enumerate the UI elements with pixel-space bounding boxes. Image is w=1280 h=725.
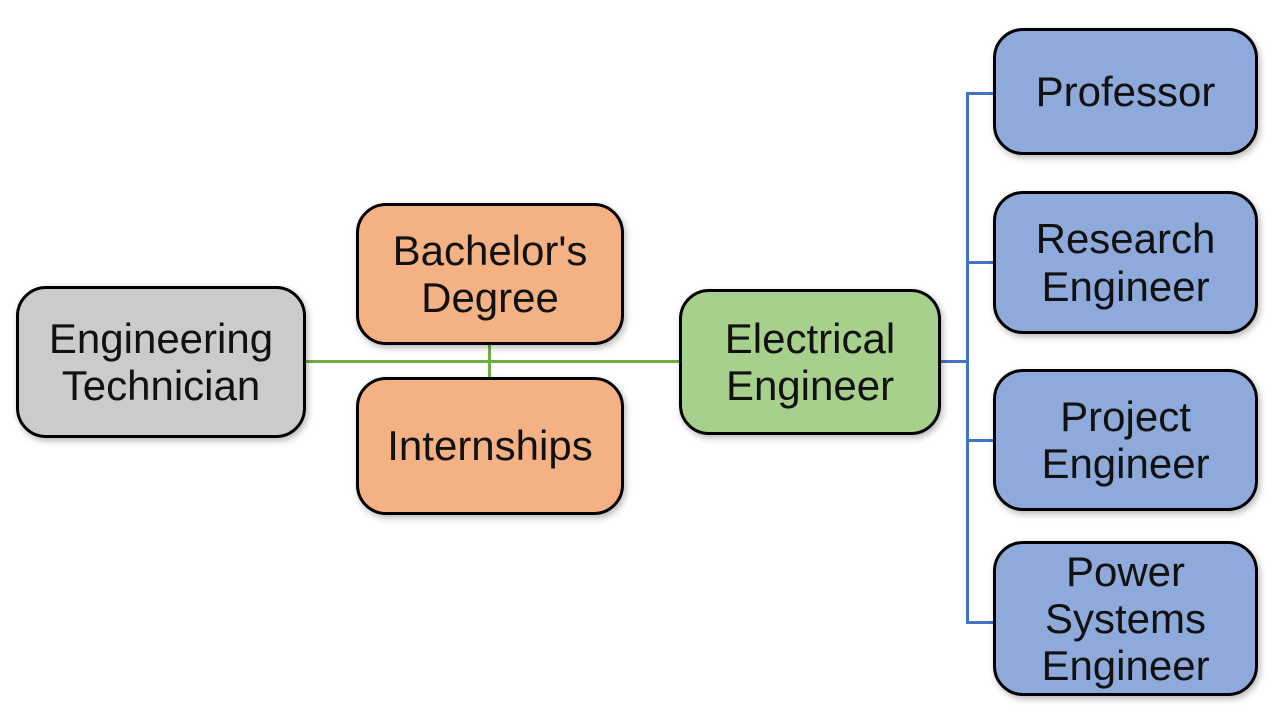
- edge-degree-internships-junction: [488, 345, 491, 378]
- edge-blue-trunk: [966, 92, 969, 624]
- node-professor: Professor: [993, 28, 1258, 155]
- node-research-engineer: Research Engineer: [993, 191, 1258, 334]
- node-label: Electrical Engineer: [724, 314, 896, 409]
- edge-to-professor: [966, 92, 994, 95]
- node-bachelors-degree: Bachelor's Degree: [356, 203, 624, 345]
- node-power-systems-engineer: Power Systems Engineer: [993, 541, 1258, 696]
- node-internships: Internships: [356, 377, 624, 515]
- node-label: Internships: [387, 422, 593, 470]
- node-label: Power Systems Engineer: [1041, 547, 1210, 690]
- edge-to-project-engineer: [966, 439, 994, 442]
- node-label: Bachelor's Degree: [392, 226, 588, 321]
- edge-technician-to-electrical: [306, 360, 681, 363]
- node-label: Professor: [1035, 67, 1216, 115]
- node-label: Project Engineer: [1041, 392, 1210, 487]
- node-label: Engineering Technician: [48, 314, 274, 409]
- node-project-engineer: Project Engineer: [993, 369, 1258, 511]
- node-electrical-engineer: Electrical Engineer: [679, 289, 941, 435]
- node-engineering-technician: Engineering Technician: [16, 286, 306, 438]
- node-label: Research Engineer: [1035, 215, 1216, 310]
- edge-to-power-systems-engineer: [966, 621, 994, 624]
- edge-to-research-engineer: [966, 261, 994, 264]
- edge-electrical-out: [941, 360, 968, 363]
